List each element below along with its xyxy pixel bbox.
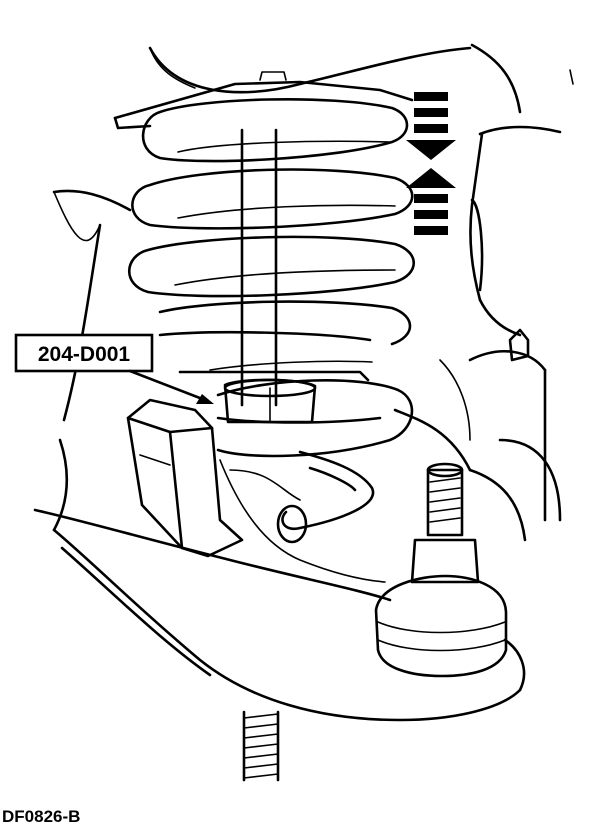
compress-arrow-up-icon [406,168,456,235]
callout-label: 204-D001 [38,343,131,366]
leader-arrowhead-icon [196,394,214,404]
steering-knuckle [393,198,562,542]
upper-body-structure [52,43,574,422]
ball-joint [374,462,508,678]
lower-control-arm [33,438,526,722]
callout-box [14,333,154,373]
compress-arrow-down-icon [406,92,456,160]
figure-id: DF0826-B [2,807,80,826]
lower-spring-seat [178,370,370,424]
spring-compressor-tool-block [126,398,244,558]
tool-callout: 204-D001 [14,333,214,404]
threaded-stud [242,710,280,782]
coil-spring [128,97,415,544]
